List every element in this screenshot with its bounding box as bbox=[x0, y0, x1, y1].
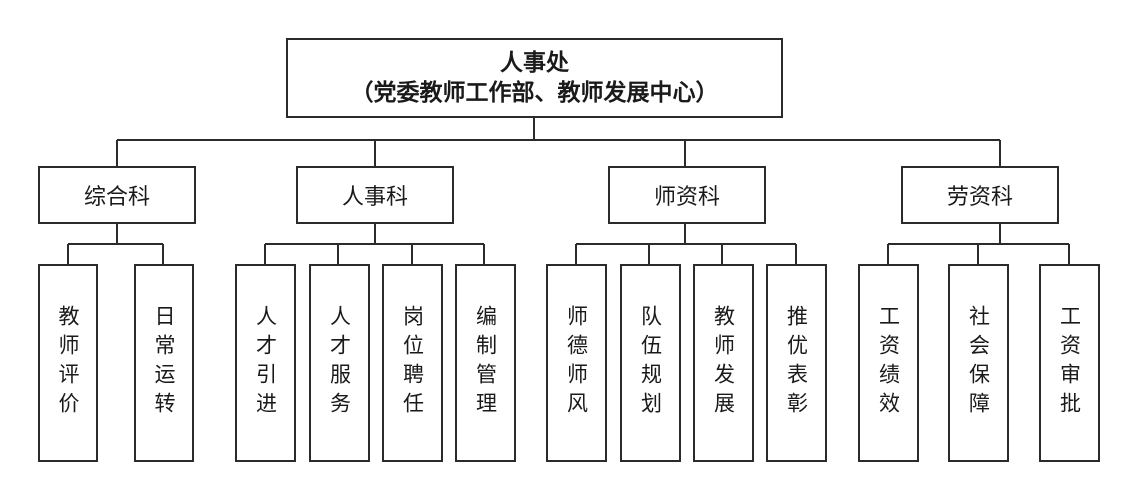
dept-node: 人事科 bbox=[296, 166, 454, 224]
leaf-node: 人才引进 bbox=[235, 264, 296, 462]
leaf-node: 编制管理 bbox=[455, 264, 516, 462]
leaf-node: 推优表彰 bbox=[766, 264, 827, 462]
dept-label: 综合科 bbox=[83, 185, 150, 210]
leaf-node: 工资绩效 bbox=[858, 264, 919, 462]
dept-label: 师资科 bbox=[653, 185, 720, 210]
leaf-label: 人才引进 bbox=[253, 305, 278, 421]
leaf-label: 师德师风 bbox=[564, 305, 589, 421]
leaf-label: 岗位聘任 bbox=[400, 305, 425, 421]
dept-node: 劳资科 bbox=[901, 166, 1059, 224]
leaf-node: 教师评价 bbox=[38, 264, 98, 462]
leaf-node: 教师发展 bbox=[693, 264, 754, 462]
dept-label: 人事科 bbox=[341, 185, 408, 210]
root-title: 人事处 bbox=[500, 49, 569, 76]
leaf-label: 人才服务 bbox=[327, 305, 352, 421]
leaf-node: 工资审批 bbox=[1039, 264, 1100, 462]
leaf-node: 队伍规划 bbox=[620, 264, 681, 462]
leaf-label: 工资绩效 bbox=[876, 305, 901, 421]
leaf-label: 社会保障 bbox=[966, 305, 991, 421]
dept-node: 师资科 bbox=[608, 166, 766, 224]
dept-label: 劳资科 bbox=[946, 185, 1013, 210]
leaf-node: 人才服务 bbox=[309, 264, 370, 462]
dept-node: 综合科 bbox=[38, 166, 196, 224]
leaf-node: 岗位聘任 bbox=[382, 264, 443, 462]
leaf-node: 日常运转 bbox=[134, 264, 194, 462]
leaf-label: 教师评价 bbox=[56, 305, 80, 421]
leaf-node: 师德师风 bbox=[546, 264, 607, 462]
leaf-label: 工资审批 bbox=[1057, 305, 1082, 421]
leaf-label: 推优表彰 bbox=[784, 305, 809, 421]
leaf-label: 队伍规划 bbox=[638, 305, 663, 421]
root-subtitle: （党委教师工作部、教师发展中心） bbox=[350, 79, 719, 106]
leaf-node: 社会保障 bbox=[948, 264, 1009, 462]
root-node: 人事处 （党委教师工作部、教师发展中心） bbox=[286, 38, 783, 118]
leaf-label: 编制管理 bbox=[473, 305, 498, 421]
leaf-label: 日常运转 bbox=[152, 305, 176, 421]
leaf-label: 教师发展 bbox=[711, 305, 736, 421]
